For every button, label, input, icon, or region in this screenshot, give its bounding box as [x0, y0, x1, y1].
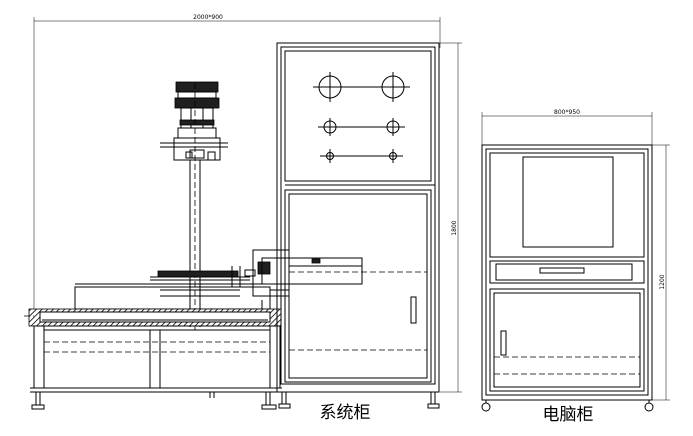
test-column	[160, 81, 228, 330]
horizontal-actuator	[244, 249, 363, 320]
overall-width-dimension: 2000*900	[33, 14, 441, 316]
computer-cabinet: 800*950 1200	[481, 109, 670, 412]
computer-cabinet-width-label: 800*950	[554, 109, 580, 116]
overall-width-label: 2000*900	[193, 14, 223, 21]
gauge-icon	[313, 72, 410, 163]
computer-cabinet-height-label: 1200	[659, 274, 666, 289]
system-cabinet-label: 系统柜	[320, 403, 371, 423]
computer-cabinet-label: 电脑柜	[543, 405, 594, 425]
base-frame	[24, 308, 282, 410]
system-cabinet: 1800	[276, 42, 462, 409]
work-table	[74, 266, 271, 310]
system-cabinet-height-label: 1800	[451, 220, 458, 235]
